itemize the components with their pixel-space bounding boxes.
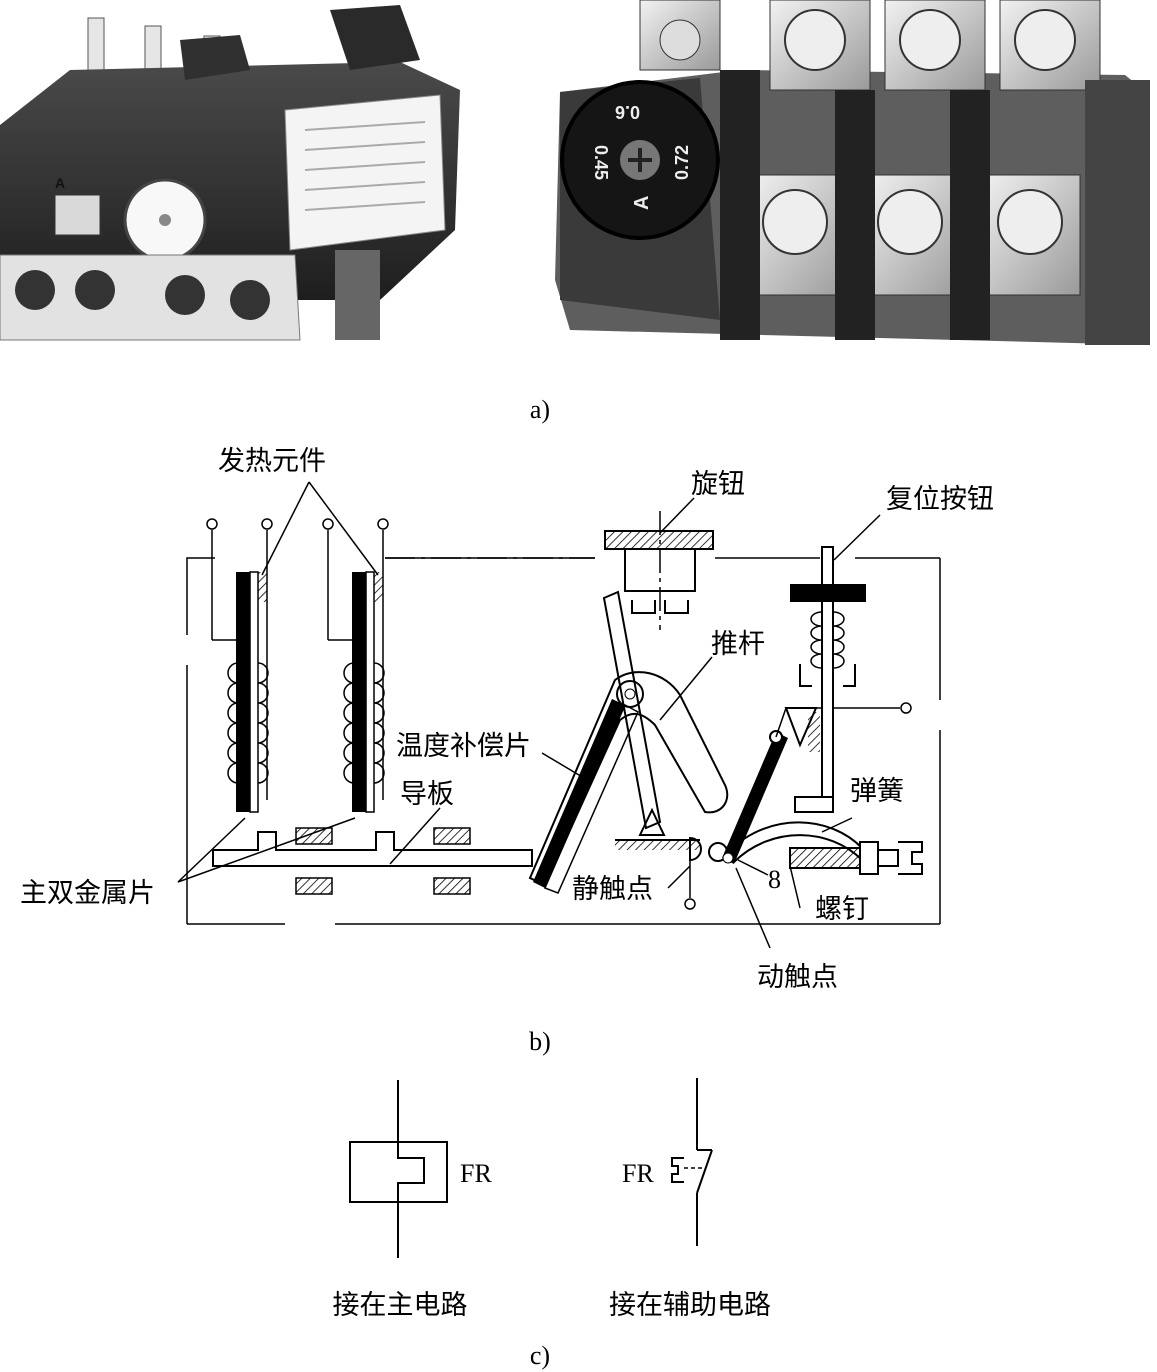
leader-lines — [177, 481, 881, 949]
label-static-contact: 静触点 — [572, 874, 653, 905]
caption-a: a) — [530, 395, 550, 424]
symbol-main-circuit: FR 接在主电路 — [333, 1080, 492, 1321]
photo-relay-left: A — [0, 0, 470, 375]
adjust-knob — [604, 511, 714, 630]
reset-button-mechanism — [790, 546, 866, 813]
label-screw: 螺钉 — [815, 894, 869, 925]
adjust-screw — [789, 841, 923, 875]
push-rod — [528, 590, 729, 887]
label-reset-button: 复位按钮 — [886, 484, 994, 515]
photo-left-dial-label: A — [55, 175, 65, 191]
label-heating-element: 发热元件 — [218, 446, 326, 477]
fr-label-main: FR — [460, 1159, 492, 1188]
caption-c: c) — [530, 1341, 550, 1370]
photo-relay-right: 0.6 0.72 0.45 A — [545, 0, 1157, 375]
dial-label-072: 0.72 — [672, 145, 692, 180]
label-knob: 旋钮 — [691, 469, 745, 500]
symbol-aux-circuit: FR 接在辅助电路 — [609, 1078, 771, 1321]
schematic-b: 发热元件 旋钮 复位按钮 推杆 温度补偿片 导板 弹簧 主双金属片 静触点 8 … — [20, 446, 994, 993]
label-moving-contact: 动触点 — [757, 962, 838, 993]
label-push-rod: 推杆 — [711, 629, 765, 660]
moving-contact-arm — [708, 702, 912, 864]
label-number-8: 8 — [768, 865, 781, 894]
adjustment-dial: 0.6 0.72 0.45 A — [560, 80, 720, 240]
label-guide-plate: 导板 — [400, 779, 454, 810]
label-main-bimetal: 主双金属片 — [20, 878, 155, 909]
caption-b: b) — [529, 1027, 551, 1056]
terminal-screws-top — [769, 0, 1101, 91]
label-spring: 弹簧 — [850, 776, 904, 807]
caption-main-circuit: 接在主电路 — [333, 1290, 468, 1321]
housing-outline — [186, 557, 941, 925]
guide-plate — [212, 827, 533, 895]
dial-label-a: A — [631, 196, 653, 210]
label-temperature-compensation: 温度补偿片 — [396, 731, 531, 762]
fr-label-aux: FR — [622, 1159, 654, 1188]
dial-label-045: 0.45 — [591, 145, 611, 180]
bimetal-strip-2 — [352, 571, 383, 813]
bimetal-strip-1 — [236, 571, 267, 813]
dial-label-06: 0.6 — [615, 102, 640, 122]
terminal-screws-bottom — [749, 174, 1081, 296]
caption-aux-circuit: 接在辅助电路 — [609, 1290, 771, 1321]
